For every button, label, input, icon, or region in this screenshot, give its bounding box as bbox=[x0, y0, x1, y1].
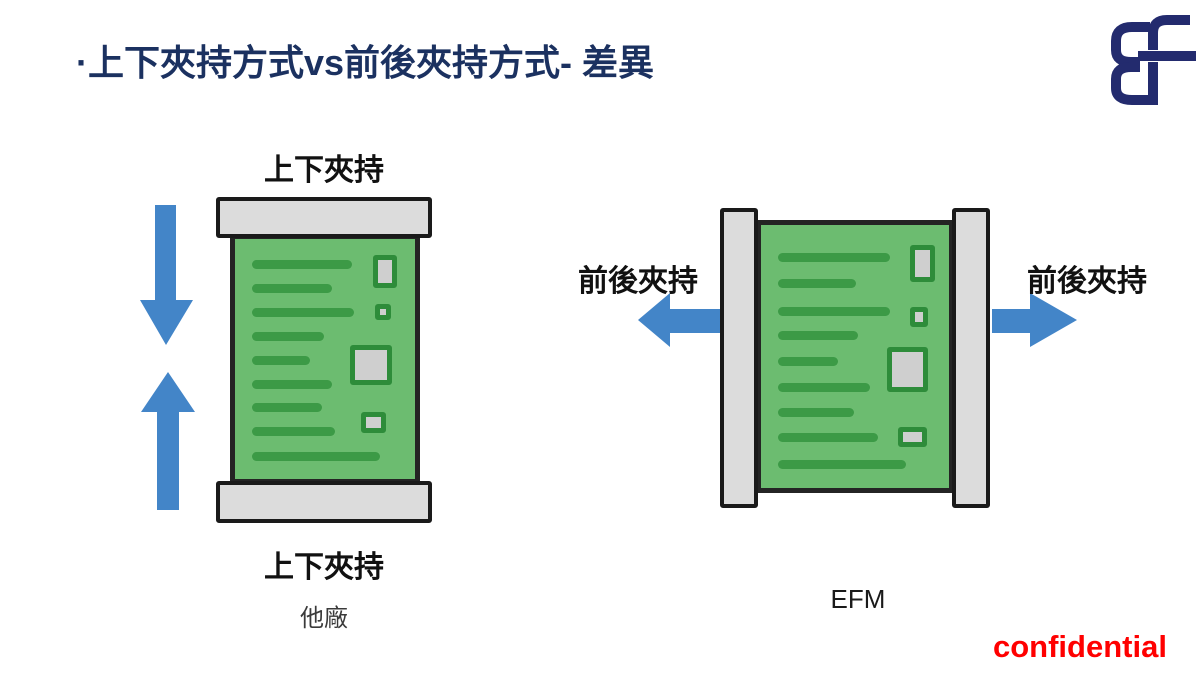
pcb-trace bbox=[778, 253, 890, 262]
pcb-trace bbox=[778, 433, 878, 442]
pcb-trace bbox=[778, 307, 890, 316]
right-diagram-left-label: 前後夾持 bbox=[578, 265, 698, 298]
pcb-component bbox=[898, 427, 927, 447]
left-clamp-bar bbox=[720, 208, 758, 508]
right-clamp-bar bbox=[952, 208, 990, 508]
right-arrow-icon bbox=[992, 293, 1077, 347]
pcb-trace bbox=[778, 331, 858, 340]
bottom-clamp-bar bbox=[216, 481, 432, 523]
right-diagram-caption: EFM bbox=[830, 584, 886, 614]
pcb-trace bbox=[778, 460, 906, 469]
pcb-trace bbox=[252, 427, 335, 436]
pcb-trace bbox=[778, 357, 838, 366]
down-arrow-icon bbox=[140, 205, 193, 345]
pcb-trace bbox=[778, 408, 854, 417]
left-diagram-top-label: 上下夾持 bbox=[264, 154, 384, 187]
pcb-component bbox=[375, 304, 391, 320]
pcb-component bbox=[887, 347, 928, 392]
left-diagram-bottom-label: 上下夾持 bbox=[264, 551, 384, 584]
up-arrow-icon bbox=[141, 372, 195, 510]
pcb-trace bbox=[252, 452, 380, 461]
pcb-component bbox=[350, 345, 392, 385]
pcb-trace bbox=[778, 383, 870, 392]
pcb-trace bbox=[252, 332, 324, 341]
pcb-trace bbox=[252, 284, 332, 293]
left-diagram-caption: 他廠 bbox=[300, 605, 348, 632]
pcb-trace bbox=[778, 279, 856, 288]
pcb-trace bbox=[252, 356, 310, 365]
pcb-board-right bbox=[756, 220, 954, 493]
pcb-component bbox=[361, 412, 386, 433]
pcb-trace bbox=[252, 380, 332, 389]
efm-logo-icon bbox=[1111, 15, 1196, 105]
left-arrow-icon bbox=[638, 293, 720, 347]
pcb-board-left bbox=[230, 234, 420, 484]
right-diagram-right-label: 前後夾持 bbox=[1027, 265, 1147, 298]
slide-title: ·上下夾持方式vs前後夾持方式- 差異 bbox=[76, 42, 655, 83]
pcb-component bbox=[910, 245, 935, 282]
confidential-watermark: confidential bbox=[993, 629, 1167, 664]
top-clamp-bar bbox=[216, 197, 432, 238]
pcb-trace bbox=[252, 403, 322, 412]
pcb-trace bbox=[252, 308, 354, 317]
pcb-component bbox=[910, 307, 928, 327]
pcb-trace bbox=[252, 260, 352, 269]
pcb-component bbox=[373, 255, 397, 288]
